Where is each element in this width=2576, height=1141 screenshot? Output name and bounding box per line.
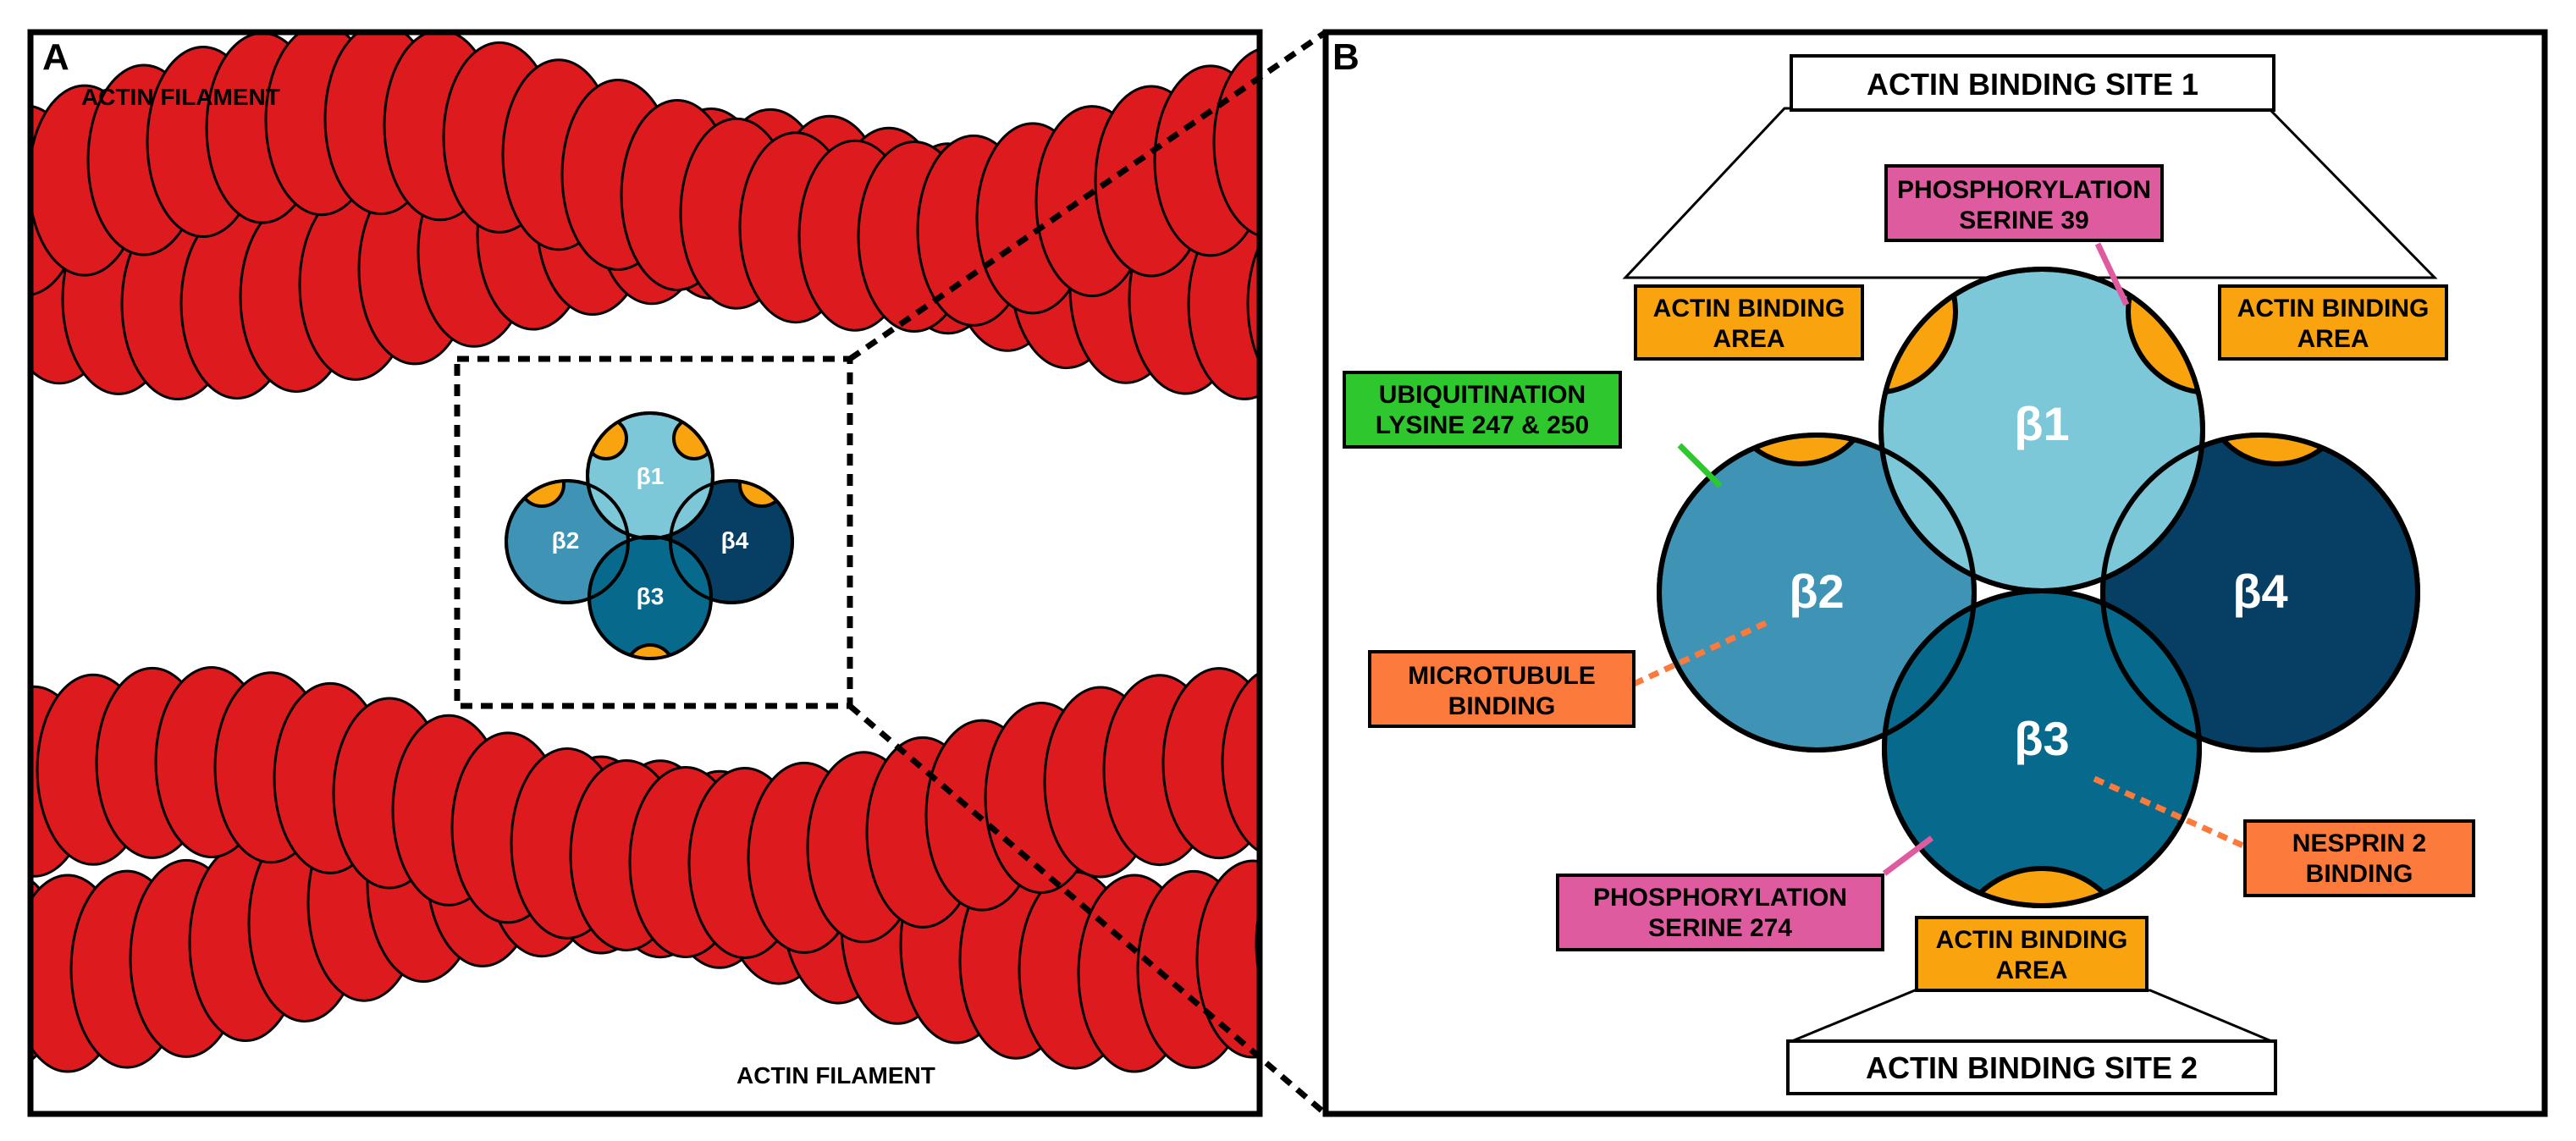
abr-right-line2: AREA [2297,325,2369,353]
nesprin-line1: NESPRIN 2 [2292,830,2426,857]
panel-b-letter: B [1332,36,1360,78]
ubiquitination-line1: UBIQUITINATION [1379,381,1586,409]
panel-a-letter: A [42,36,69,78]
zoom-connector-lines [847,30,1328,1116]
actin-monomer [1195,859,1260,1059]
phos274-line2: SERINE 274 [1648,914,1792,942]
abr-bottom-line2: AREA [1995,956,2067,984]
annotation-connectors [1632,242,2247,876]
binding-area-beta4 [2202,435,2353,466]
phos39-connector [2094,242,2130,306]
phos39-label-line2: SERINE 39 [1959,207,2088,234]
top-filament-label: ACTIN FILAMENT [81,84,280,110]
actin-monomer [1221,671,1260,853]
binding-site-1-label: ACTIN BINDING SITE 1 [1867,67,2198,102]
microtubule-line1: MICROTUBULE [1408,662,1596,690]
binding-site-1-box [1790,54,2275,112]
beta2-label: β2 [1789,565,1844,618]
phos39-label-line1: PHOSPHORYLATION [1897,176,2151,204]
ubiquitination-line2: LYSINE 247 & 250 [1376,411,1589,439]
beta1-label: β1 [2014,397,2069,450]
binding-area-beta2 [1724,435,1875,466]
panel-a-beta1-label: β1 [637,463,665,489]
beta3-label: β3 [2014,712,2069,765]
phos274-connector [1882,835,1934,876]
binding-area-beta3 [1950,866,2134,906]
panel-a: β1 β2 β3 β4 A ACTIN FILAMENT ACTIN FILAM… [27,29,1263,1117]
bottom-filament-label: ACTIN FILAMENT [736,1062,935,1089]
abr-right-line1: ACTIN BINDING [2237,295,2430,322]
panel-b: B ACTIN BINDING SITE 1 ACTIN BINDING SIT… [1322,29,2548,1117]
microtubule-line2: BINDING [1448,692,1556,720]
nesprin-line2: BINDING [2306,860,2413,888]
abr-bottom-line1: ACTIN BINDING [1936,926,2128,954]
phos274-line1: PHOSPHORYLATION [1593,884,1847,912]
abr-left-line1: ACTIN BINDING [1653,295,1845,322]
actin-monomer [1212,47,1260,237]
abr-left-line2: AREA [1713,325,1784,353]
ubiquitination-connector [1677,443,1723,488]
annotation-labels: PHOSPHORYLATION SERINE 39 ACTIN BINDING … [1343,164,2475,992]
binding-site-2-box [1786,1039,2277,1095]
microtubule-connector [1632,620,1768,687]
panel-a-beta3-label: β3 [637,583,665,609]
binding-site-2-label: ACTIN BINDING SITE 2 [1866,1050,2198,1085]
panel-a-beta4-label: β4 [721,527,749,554]
actin-filaments [30,32,1260,1073]
zoom-region-box [454,356,853,709]
panel-a-frame [27,29,1263,1117]
panel-a-beta2-label: β2 [552,527,580,554]
binding-site-2-callout: ACTIN BINDING SITE 2 [1786,989,2277,1095]
beta4-label: β4 [2232,565,2287,618]
nesprin-connector [2093,775,2247,850]
